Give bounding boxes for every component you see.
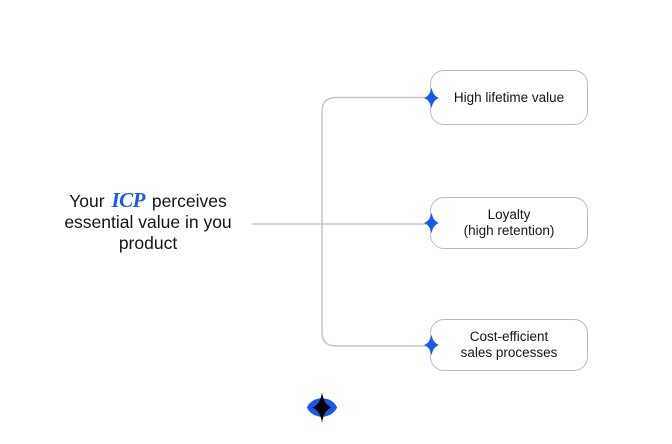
source-line-2: essential value in you <box>64 212 232 232</box>
four-pointed-star-icon <box>423 87 439 108</box>
node-label-line: Loyalty <box>487 207 531 222</box>
connector-branch <box>321 96 426 347</box>
node-label-line: High lifetime value <box>453 89 565 105</box>
node-loyalty: Loyalty (high retention) <box>423 197 588 249</box>
node-high-lifetime-value: High lifetime value <box>423 70 588 125</box>
four-pointed-star-icon <box>423 212 439 234</box>
node-label-line: sales processes <box>460 345 558 360</box>
brand-logo <box>305 392 339 423</box>
source-line-1: Your ICP perceives <box>38 190 258 212</box>
source-statement: Your ICP perceives essential value in yo… <box>38 190 258 254</box>
node-label-line: Cost-efficient <box>469 329 549 344</box>
source-text-pre: Your <box>69 191 110 211</box>
node-label-line: (high retention) <box>463 223 555 238</box>
eye-star-logo-icon <box>306 392 338 423</box>
source-line-3: product <box>118 233 178 253</box>
node-cost-efficient-sales: Cost-efficient sales processes <box>423 319 588 371</box>
icp-highlight: ICP <box>111 188 145 212</box>
source-text-post: perceives <box>146 191 227 211</box>
four-pointed-star-icon <box>423 334 439 356</box>
